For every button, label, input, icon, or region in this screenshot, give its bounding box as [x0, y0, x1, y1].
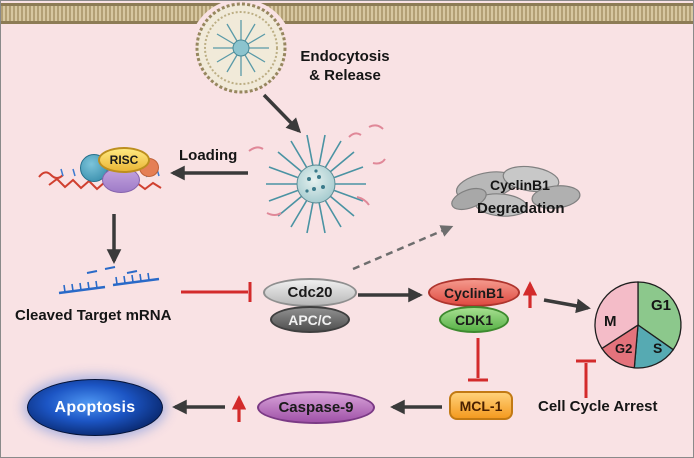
cell-membrane: [1, 3, 693, 24]
pie-slice-m: [594, 281, 639, 350]
inhibit-mrna-to-cdc20: [181, 282, 252, 302]
degraded-protein-icon: [451, 165, 581, 217]
cyclinb1-label: CyclinB1: [444, 284, 504, 301]
endocytosis-vesicle-icon: [195, 2, 287, 94]
apoptosis-node: Apoptosis: [27, 379, 163, 436]
risc-label: RISC: [109, 153, 139, 167]
endocytosis-release-label: Endocytosis & Release: [289, 48, 401, 86]
cleaved-mrna-label: Cleaved Target mRNA: [15, 307, 172, 324]
cyclinb1-node: CyclinB1: [428, 278, 520, 307]
endocytosis-line2: & Release: [309, 66, 381, 84]
mcl1-node: MCL-1: [449, 391, 513, 420]
apcc-label: APC/C: [288, 311, 332, 328]
caspase9-label: Caspase-9: [278, 399, 354, 416]
inhibit-cdk1-to-mcl1: [468, 338, 488, 382]
apcc-node: APC/C: [270, 306, 350, 333]
pie-label-g2: G2: [615, 341, 633, 356]
endocytosis-line1: Endocytosis: [300, 48, 390, 65]
pie-label-g1: G1: [651, 297, 672, 314]
degradation-cyclinb1-label: CyclinB1: [490, 177, 550, 193]
cell-cycle-pie-chart: [594, 281, 682, 369]
degradation-label: Degradation: [477, 200, 565, 217]
cleaved-mrna-icon: [58, 266, 160, 295]
dashed-arrow-cdc20-to-degradation: [352, 225, 454, 271]
pie-label-m: M: [604, 313, 617, 330]
pie-label-s: S: [653, 340, 663, 356]
cdc20-label: Cdc20: [287, 284, 333, 301]
arrow-vesicle-to-nanoparticle: [262, 93, 302, 134]
inhibit-cellcycle-arrest: [576, 359, 596, 398]
risc-complex: RISC: [98, 147, 150, 173]
cdk1-label: CDK1: [454, 311, 494, 328]
mcl1-label: MCL-1: [459, 397, 503, 414]
sirna-strand-icon: [248, 124, 386, 216]
loading-label: Loading: [179, 147, 238, 164]
pie-slice-s: [633, 323, 675, 369]
cell-cycle-arrest-label: Cell Cycle Arrest: [538, 398, 658, 415]
cdc20-node: Cdc20: [263, 278, 357, 307]
arrow-cyclinb1-to-cellcycle: [543, 298, 591, 314]
sirna-nanoparticle-icon: [248, 124, 386, 234]
pie-slice-g1: [637, 281, 682, 351]
apoptosis-label: Apoptosis: [54, 398, 136, 416]
caspase9-node: Caspase-9: [257, 391, 375, 424]
cdk1-node: CDK1: [439, 306, 509, 333]
